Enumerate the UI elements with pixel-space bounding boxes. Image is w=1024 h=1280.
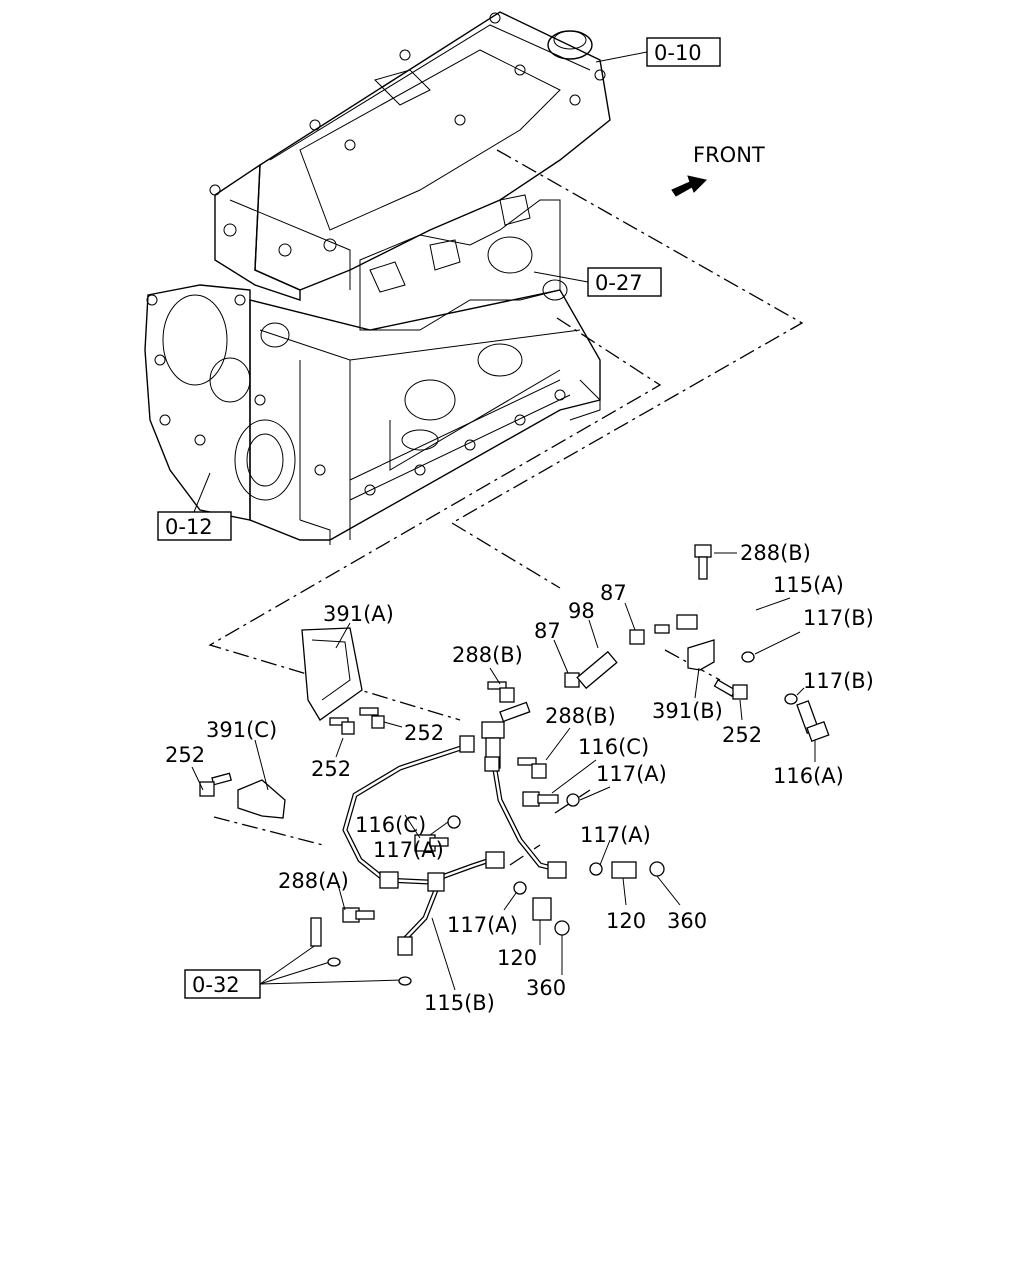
svg-text:0-12: 0-12: [165, 515, 213, 539]
engine-illustration: [144, 11, 611, 545]
callout-87-right[interactable]: 87: [600, 581, 627, 605]
callout-120-right[interactable]: 120: [606, 909, 646, 933]
reference-box-0-10[interactable]: 0-10: [595, 37, 721, 67]
callout-116a[interactable]: 116(A): [773, 764, 844, 788]
oil-pipes: [342, 592, 799, 956]
callout-117b-upper[interactable]: 117(B): [803, 606, 874, 630]
callout-117a-right[interactable]: 117(A): [596, 762, 667, 786]
callout-117a-left[interactable]: 117(A): [373, 838, 444, 862]
callout-391c[interactable]: 391(C): [206, 718, 277, 742]
callout-labels: 288(B) 115(A) 117(B) 117(B) 87 98 87 391…: [165, 541, 874, 1015]
reference-box-0-12[interactable]: 0-12: [157, 472, 232, 541]
callout-117a-center[interactable]: 117(A): [580, 823, 651, 847]
small-parts: [199, 544, 830, 986]
callout-252-bracket-a[interactable]: 252: [404, 721, 444, 745]
svg-text:0-27: 0-27: [595, 271, 643, 295]
callout-87-left[interactable]: 87: [534, 619, 561, 643]
callout-116c-left[interactable]: 116(C): [355, 813, 426, 837]
reference-box-0-27[interactable]: 0-27: [533, 267, 662, 297]
callout-360-left[interactable]: 360: [526, 976, 566, 1000]
callout-288a[interactable]: 288(A): [278, 869, 349, 893]
callout-98[interactable]: 98: [568, 599, 595, 623]
callout-117a-bottom[interactable]: 117(A): [447, 913, 518, 937]
callout-252-right[interactable]: 252: [722, 723, 762, 747]
front-direction-indicator: FRONT: [671, 143, 765, 197]
assembly-guide-lines: [208, 149, 804, 866]
callout-117b-lower[interactable]: 117(B): [803, 669, 874, 693]
callout-116c-right[interactable]: 116(C): [578, 735, 649, 759]
svg-text:0-10: 0-10: [654, 41, 702, 65]
svg-text:0-32: 0-32: [192, 973, 240, 997]
callout-115b[interactable]: 115(B): [424, 991, 495, 1015]
callout-120-left[interactable]: 120: [497, 946, 537, 970]
callout-360-right[interactable]: 360: [667, 909, 707, 933]
callout-288b-top[interactable]: 288(B): [740, 541, 811, 565]
callout-252-left[interactable]: 252: [165, 743, 205, 767]
reference-box-0-32[interactable]: 0-32: [184, 941, 403, 999]
callout-288b-mid[interactable]: 288(B): [452, 643, 523, 667]
callout-288b-low[interactable]: 288(B): [545, 704, 616, 728]
callout-391a[interactable]: 391(A): [323, 602, 394, 626]
callout-leaders: [191, 552, 816, 991]
callout-391b[interactable]: 391(B): [652, 699, 723, 723]
callout-252-under-a[interactable]: 252: [311, 757, 351, 781]
callout-115a[interactable]: 115(A): [773, 573, 844, 597]
front-label: FRONT: [693, 143, 765, 167]
front-arrow-icon: [671, 175, 707, 197]
